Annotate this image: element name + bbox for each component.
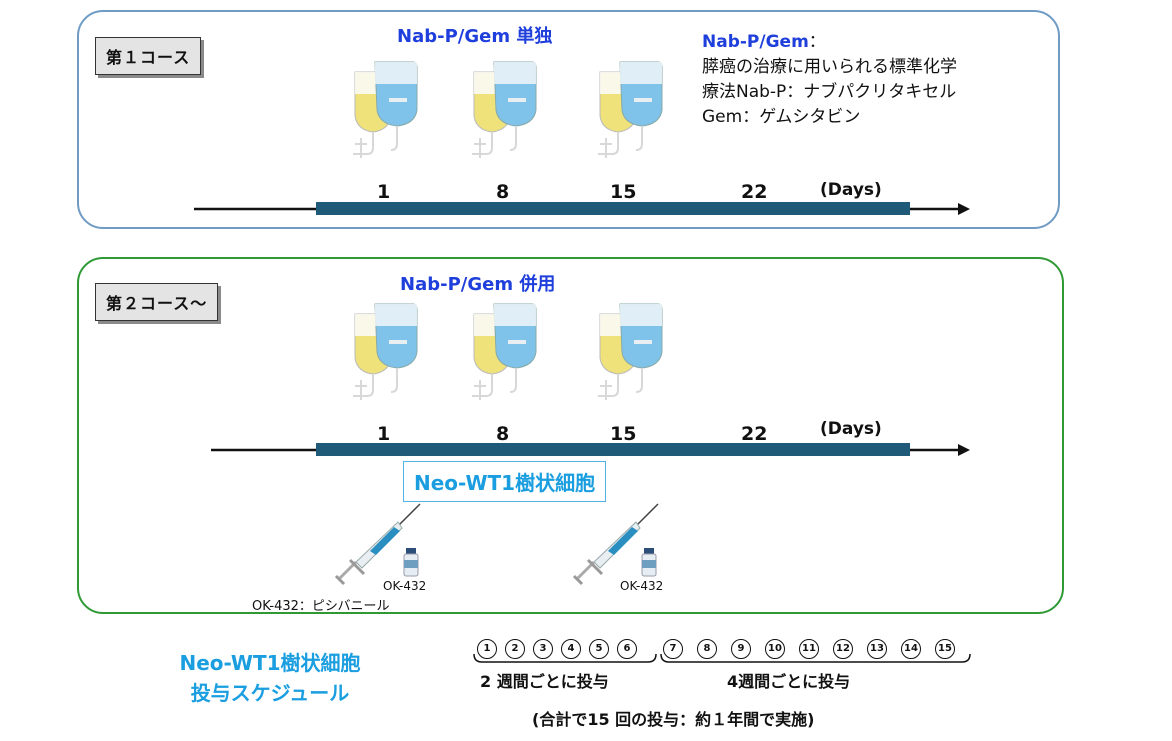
course1-day-15: 15 — [610, 181, 637, 203]
course1-day-22: 22 — [741, 181, 768, 203]
total-label: (合計で15 回の投与：約１年間で実施) — [532, 710, 815, 729]
group1-label: 2 週間ごとに投与 — [480, 672, 609, 691]
dose-number: 9 — [731, 639, 751, 659]
course1-label: 第１コース — [95, 37, 202, 75]
schedule-title-line2: 投与スケジュール — [190, 681, 350, 705]
dose-number: 14 — [901, 639, 921, 659]
iv-bag-icon — [472, 61, 537, 158]
course1-note: Nab-P/Gem： 膵癌の治療に用いられる標準化学 療法Nab-P：ナブパクリ… — [702, 30, 957, 130]
course2-days-unit: (Days) — [820, 419, 882, 439]
vial-label-1: OK-432 — [383, 579, 427, 593]
course2-day-1: 1 — [377, 423, 391, 445]
course2-day-8: 8 — [496, 423, 510, 445]
course1-days-unit: (Days) — [820, 180, 882, 200]
dose-number: 12 — [833, 639, 853, 659]
dose-number: 15 — [935, 639, 955, 659]
dose-number: 7 — [663, 639, 683, 659]
vial-icon — [403, 548, 419, 577]
syringe-icon — [334, 503, 421, 586]
dose-number: 13 — [867, 639, 887, 659]
note-line3: Gem：ゲムシタビン — [702, 107, 861, 127]
schedule-title: Neo-WT1樹状細胞 投与スケジュール — [140, 648, 400, 708]
dose-number: 3 — [533, 639, 553, 659]
note-line2: 療法Nab-P：ナブパクリタキセル — [702, 82, 957, 102]
dose-number: 4 — [561, 639, 581, 659]
course1-day-1: 1 — [377, 181, 391, 203]
vial-label-2: OK-432 — [620, 579, 664, 593]
iv-bag-icon — [472, 303, 537, 400]
iv-bag-icon — [598, 303, 663, 400]
note-heading: Nab-P/Gem — [702, 32, 809, 52]
note-heading-suffix: ： — [808, 32, 826, 52]
iv-bag-icon — [353, 303, 418, 400]
dose-number: 5 — [589, 639, 609, 659]
course2-label: 第２コース〜 — [95, 283, 219, 321]
schedule-title-line1: Neo-WT1樹状細胞 — [179, 651, 361, 675]
group2-label: 4週間ごとに投与 — [727, 672, 851, 691]
vial-icon — [641, 548, 657, 577]
note-line1: 膵癌の治療に用いられる標準化学 — [702, 57, 957, 77]
iv-bag-icon — [353, 61, 418, 158]
dose-number: 6 — [617, 639, 637, 659]
ok432-note: OK-432：ピシバニール — [252, 599, 390, 614]
dose-number: 2 — [505, 639, 525, 659]
course2-title: Nab-P/Gem 併用 — [400, 274, 556, 295]
dose-number: 11 — [799, 639, 819, 659]
course1-panel — [77, 10, 1060, 229]
dose-number: 1 — [477, 639, 497, 659]
iv-bag-icon — [598, 61, 663, 158]
course2-panel — [77, 257, 1064, 614]
course2-day-15: 15 — [610, 423, 637, 445]
syringe-icon — [572, 503, 659, 586]
course1-day-8: 8 — [496, 181, 510, 203]
course2-day-22: 22 — [741, 423, 768, 445]
dose-number: 8 — [697, 639, 717, 659]
dose-number: 10 — [765, 639, 785, 659]
course1-title: Nab-P/Gem 単独 — [397, 26, 553, 47]
wt1-label-box: Neo-WT1樹状細胞 — [403, 461, 607, 502]
